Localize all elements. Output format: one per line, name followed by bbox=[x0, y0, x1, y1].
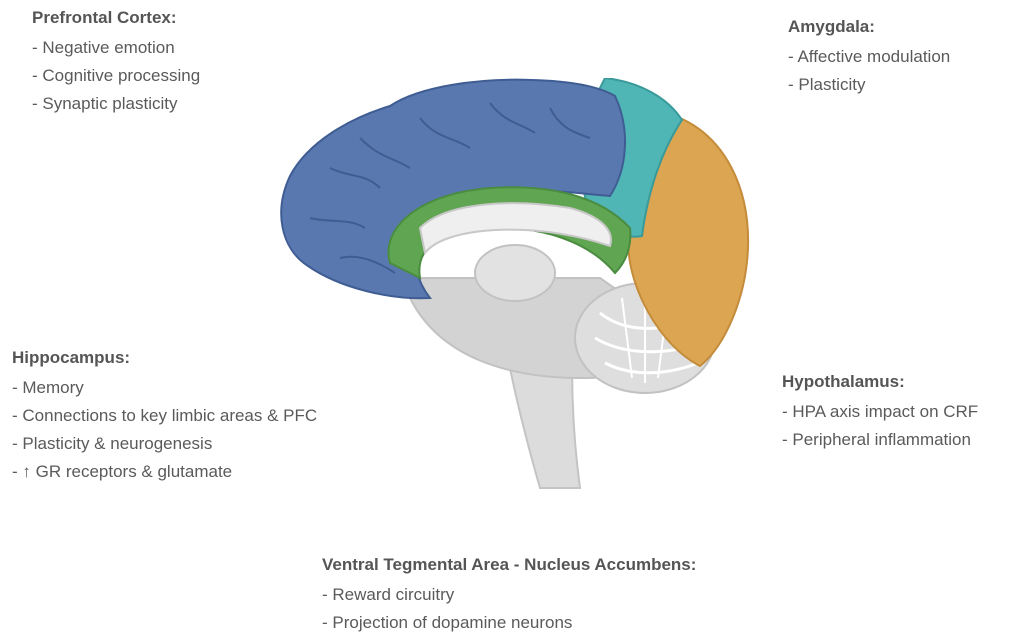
amygdala-item: - Plasticity bbox=[788, 71, 950, 99]
prefrontal-cortex-label: Prefrontal Cortex: - Negative emotion - … bbox=[32, 8, 200, 118]
prefrontal-region bbox=[281, 80, 625, 299]
hypothalamus-item: - HPA axis impact on CRF bbox=[782, 398, 978, 426]
prefrontal-cortex-title: Prefrontal Cortex: bbox=[32, 8, 200, 28]
amygdala-label: Amygdala: - Affective modulation - Plast… bbox=[788, 17, 950, 99]
vta-item: - Projection of dopamine neurons bbox=[322, 609, 696, 637]
amygdala-item: - Affective modulation bbox=[788, 43, 950, 71]
hypothalamus-item: - Peripheral inflammation bbox=[782, 426, 978, 454]
vta-nac-label: Ventral Tegmental Area - Nucleus Accumbe… bbox=[322, 555, 696, 637]
prefrontal-item: - Synaptic plasticity bbox=[32, 90, 200, 118]
vta-item: - Reward circuitry bbox=[322, 581, 696, 609]
prefrontal-item: - Cognitive processing bbox=[32, 62, 200, 90]
hypothalamus-title: Hypothalamus: bbox=[782, 372, 978, 392]
thalamus bbox=[475, 245, 555, 301]
vta-nac-title: Ventral Tegmental Area - Nucleus Accumbe… bbox=[322, 555, 696, 575]
hypothalamus-label: Hypothalamus: - HPA axis impact on CRF -… bbox=[782, 372, 978, 454]
brain-sagittal-illustration bbox=[270, 78, 760, 498]
prefrontal-item: - Negative emotion bbox=[32, 34, 200, 62]
amygdala-title: Amygdala: bbox=[788, 17, 950, 37]
